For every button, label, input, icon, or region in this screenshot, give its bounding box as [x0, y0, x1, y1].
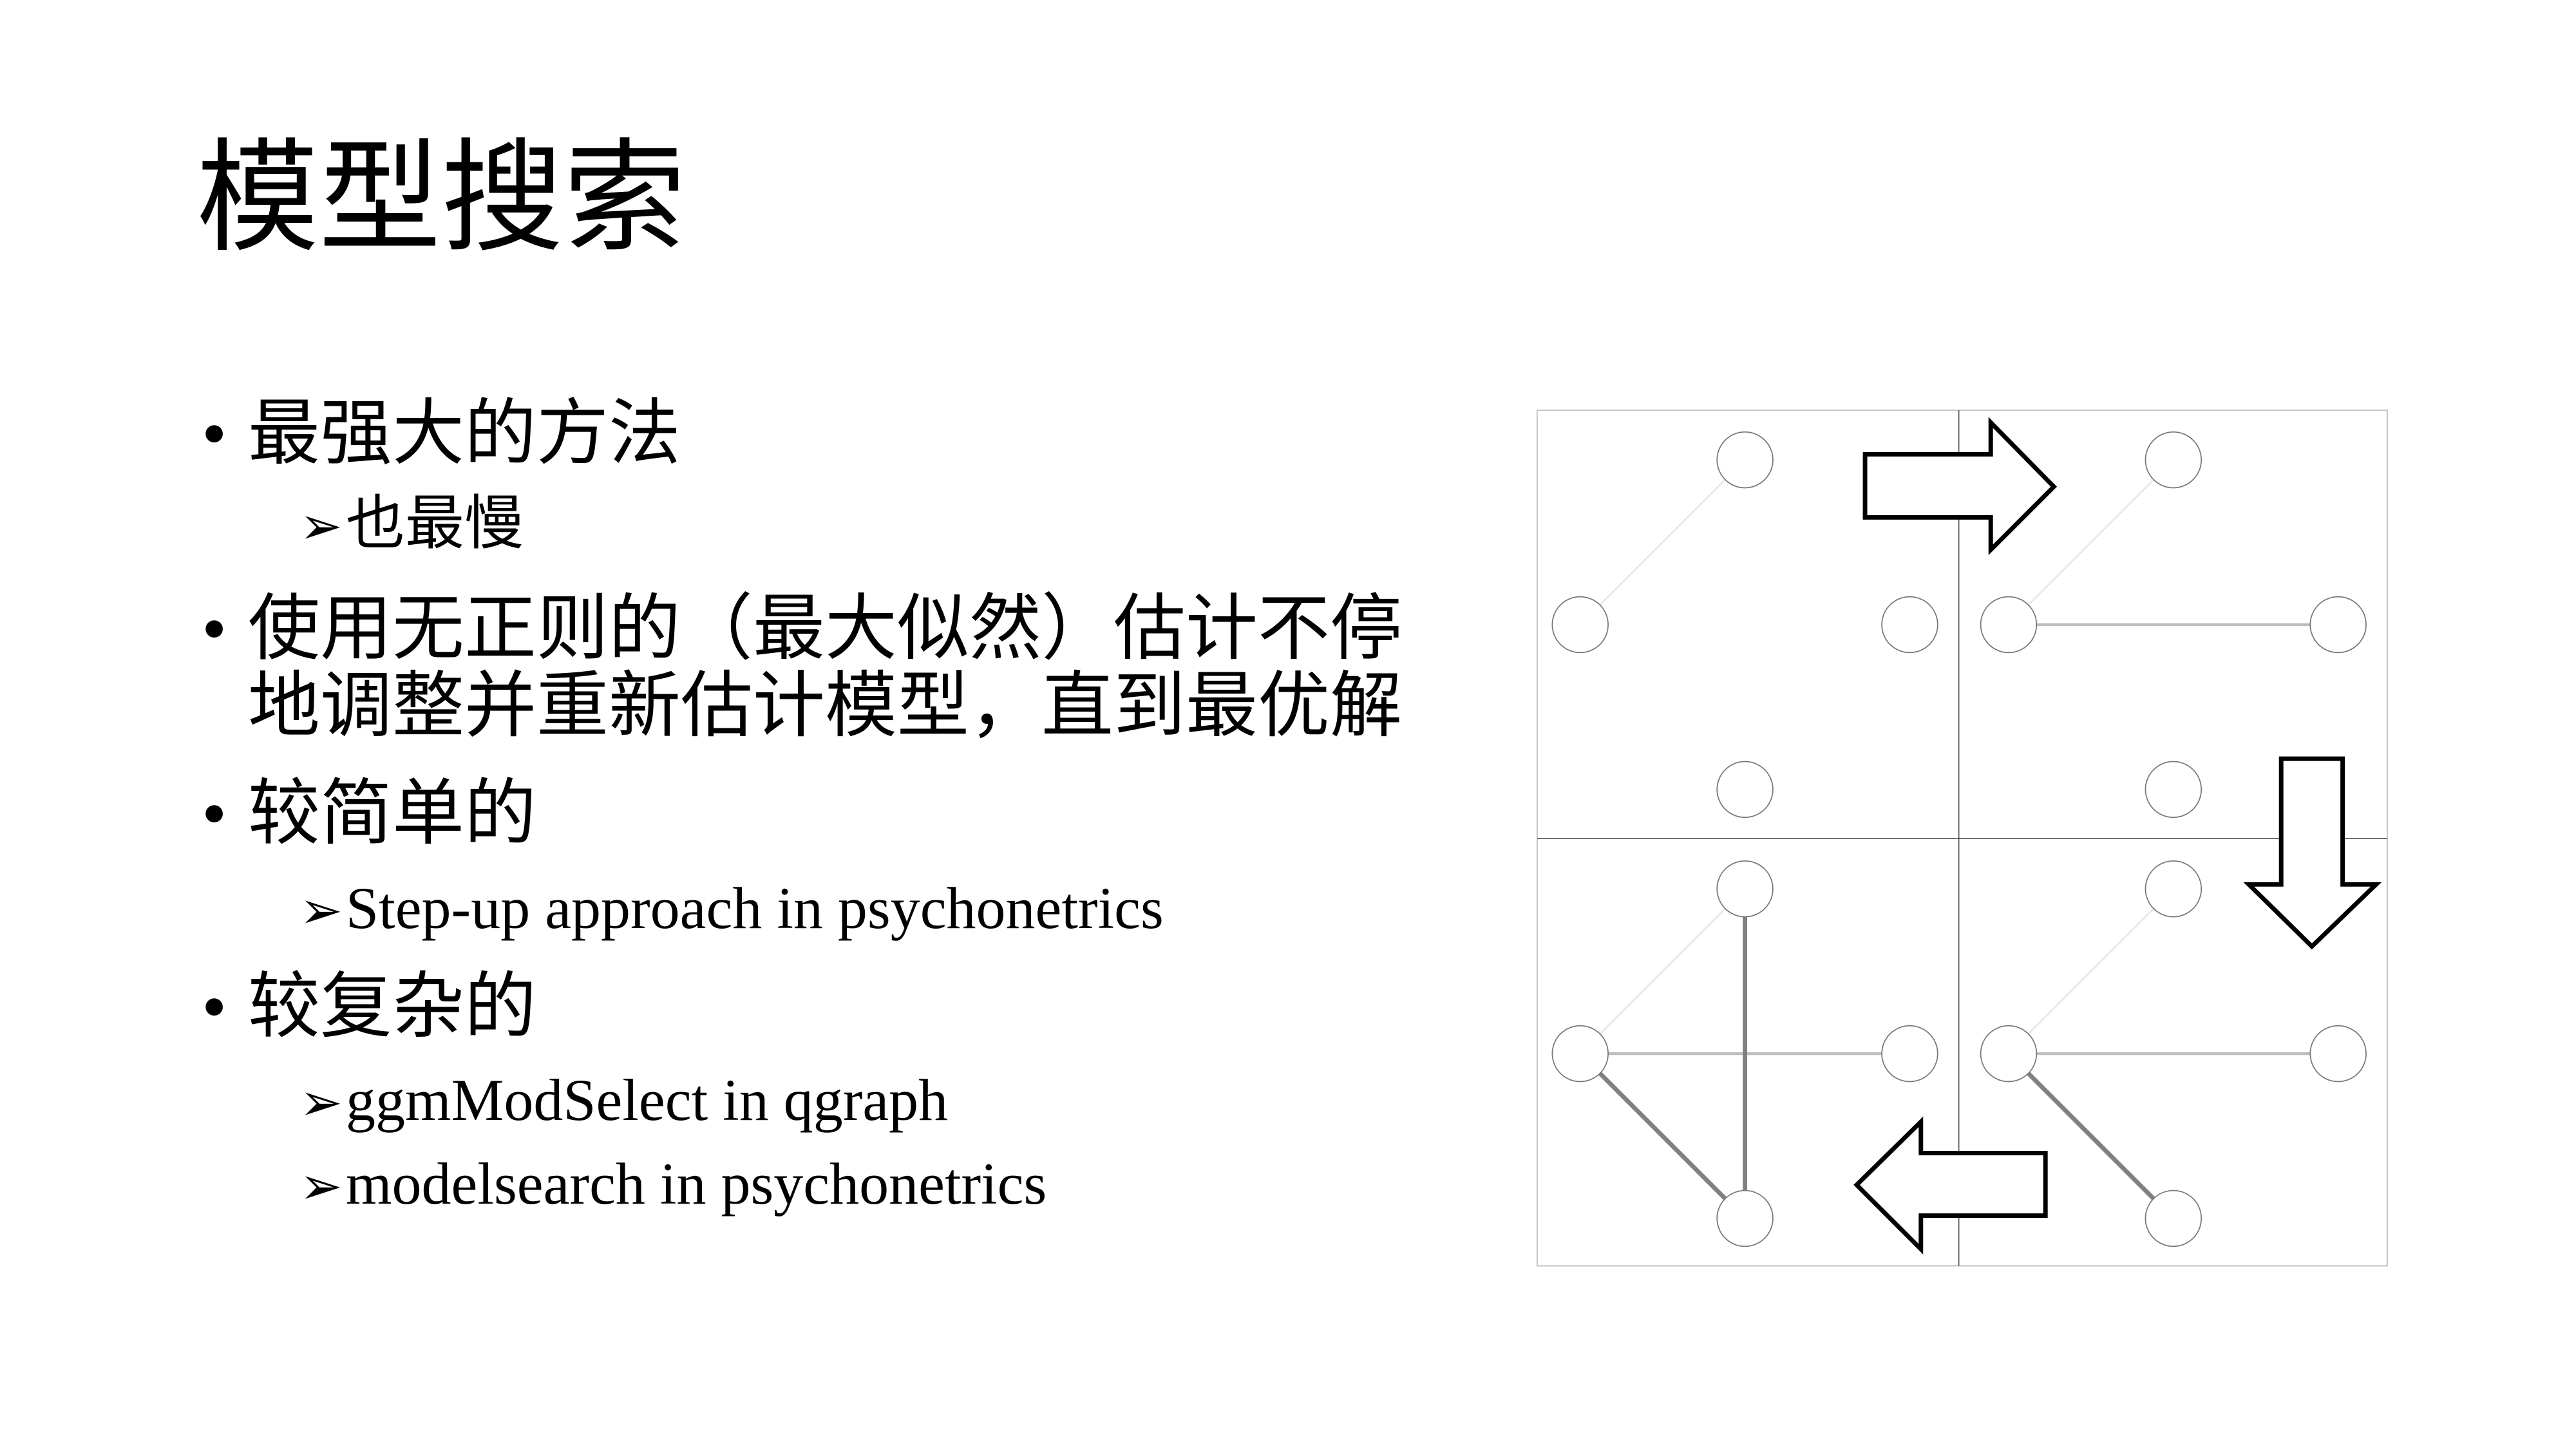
network-node [1551, 1025, 1609, 1083]
network-node [1980, 596, 2038, 654]
network-node [2145, 431, 2202, 489]
network-node [1881, 596, 1938, 654]
subitem-text: ggmModSelect in qgraph [346, 1067, 949, 1133]
bullet-2: •使用无正则的（最大似然）估计不停 [202, 593, 1402, 665]
diagram-frame [1537, 410, 2388, 1267]
network-node [1980, 1025, 2038, 1083]
network-node [2145, 860, 2202, 918]
subitem-text: Step-up approach in psychonetrics [346, 875, 1164, 941]
arrow-bullet-icon: ➢ [299, 498, 343, 555]
slide-title: 模型搜索 [196, 132, 687, 267]
network-node [1716, 431, 1774, 489]
network-node [2309, 1025, 2367, 1083]
network-node [2145, 761, 2202, 819]
subitem-text: 也最慢 [346, 491, 524, 556]
bullet-4: •较复杂的 [202, 971, 536, 1043]
network-node [1716, 860, 1774, 918]
subitem-4-2: ➢modelsearch in psychonetrics [299, 1154, 1046, 1213]
network-node [1716, 1189, 1774, 1247]
arrow-down-icon [2243, 756, 2382, 950]
network-node [1881, 1025, 1938, 1083]
bullet-text-line-2: 地调整并重新估计模型，直到最优解 [248, 667, 1402, 746]
arrow-bullet-icon: ➢ [299, 1159, 343, 1215]
network-node [1551, 596, 1609, 654]
network-edge [1578, 1052, 1747, 1220]
bullet-text-line-1: 使用无正则的（最大似然）估计不停 [248, 589, 1402, 669]
arrow-bullet-icon: ➢ [299, 1075, 343, 1132]
network-node [1716, 761, 1774, 819]
subitem-text: modelsearch in psychonetrics [346, 1151, 1047, 1217]
arrow-bullet-icon: ➢ [299, 883, 343, 940]
bullet-glyph: • [202, 774, 227, 854]
bullet-glyph: • [202, 967, 227, 1047]
bullet-text: 较复杂的 [248, 967, 536, 1047]
network-node [2145, 1189, 2202, 1247]
bullet-2-cont: 地调整并重新估计模型，直到最优解 [202, 670, 1402, 743]
network-edge [1579, 888, 1746, 1055]
bullet-glyph: • [202, 394, 227, 474]
bullet-3: •较简单的 [202, 778, 536, 850]
arrow-left-icon [1853, 1116, 2048, 1255]
arrow-right-icon [1862, 417, 2058, 556]
network-edge [2007, 1052, 2175, 1220]
subitem-4-1: ➢ggmModSelect in qgraph [299, 1070, 948, 1130]
network-edge [2008, 888, 2174, 1055]
subitem-1-1: ➢也最慢 [299, 494, 524, 553]
model-search-diagram [1537, 410, 2388, 1267]
bullet-glyph: • [202, 589, 227, 669]
network-edge [1579, 459, 1746, 625]
bullet-1: •最强大的方法 [202, 398, 681, 470]
network-edge [2008, 459, 2174, 625]
network-node [2309, 596, 2367, 654]
bullet-text: 较简单的 [248, 774, 536, 854]
bullet-text: 最强大的方法 [248, 394, 681, 474]
subitem-3-1: ➢Step-up approach in psychonetrics [299, 878, 1164, 938]
